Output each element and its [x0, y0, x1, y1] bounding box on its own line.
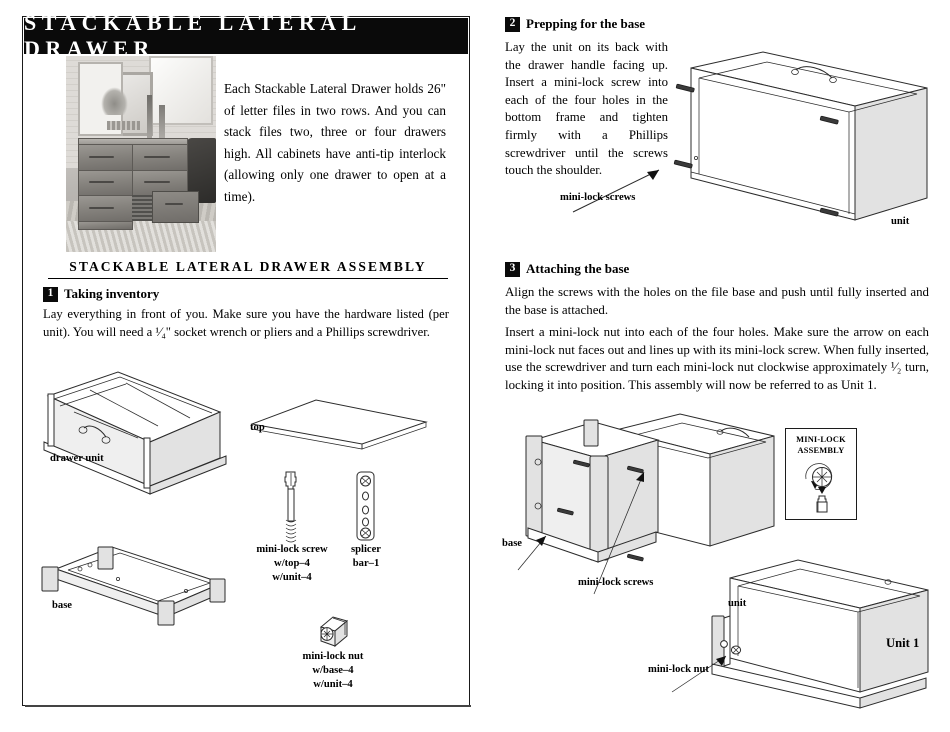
splicer-bar-name: splicer: [350, 544, 381, 555]
mini-lock-assembly-line-2: ASSEMBLY: [797, 446, 845, 455]
photo-drawer-5: [78, 195, 133, 223]
step-3-text-2: Insert a mini-lock nut into each of the …: [505, 325, 929, 392]
mini-lock-screw-qty-top: w/top–4: [274, 558, 310, 569]
photo-books: [106, 120, 140, 131]
step-3-lower-diagram: unit mini-lock nut Unit 1: [648, 552, 938, 709]
step-3-upper-diagram: base mini-lock screws: [498, 412, 778, 595]
step-3-nut-label: mini-lock nut: [648, 664, 709, 675]
top-label: top: [250, 422, 265, 433]
photo-candlestick-2: [159, 105, 165, 143]
mini-lock-assembly-box: MINI-LOCK ASSEMBLY: [785, 428, 857, 520]
step-3-title: Attaching the base: [526, 261, 630, 276]
step-1-heading: 1 Taking inventory: [43, 286, 159, 302]
mini-lock-assembly-line-1: MINI-LOCK: [796, 435, 846, 444]
step-1-title: Taking inventory: [64, 286, 160, 301]
photo-candlestick-1: [147, 95, 152, 142]
mini-lock-assembly-icon: [805, 463, 833, 513]
step-3-heading: 3 Attaching the base: [505, 261, 629, 277]
mini-lock-screw-name: mini-lock screw: [256, 544, 328, 555]
top-panel-diagram: top: [246, 396, 432, 450]
mini-lock-nut-qty-unit: w/unit–4: [313, 679, 353, 690]
step-3-unit1-label: Unit 1: [886, 636, 920, 650]
step-2-screws-label: mini-lock screws: [560, 192, 636, 203]
step-2-number: 2: [505, 16, 520, 32]
photo-plant: [100, 87, 128, 115]
step-3-screws-label: mini-lock screws: [578, 577, 654, 588]
photo-cabinet-plinth: [78, 220, 133, 231]
photo-open-drawer: [151, 191, 199, 223]
mini-lock-assembly-title: MINI-LOCK ASSEMBLY: [786, 434, 856, 456]
photo-handle-4: [144, 181, 170, 184]
splicer-bar-part: splicer bar–1: [351, 470, 381, 569]
mini-lock-nut-qty-base: w/base–4: [312, 665, 354, 676]
photo-handle-5: [88, 206, 114, 209]
assembly-subtitle: STACKABLE LATERAL DRAWER ASSEMBLY: [48, 259, 448, 279]
step-3-number: 3: [505, 261, 520, 277]
step-1-number: 1: [43, 286, 58, 302]
step-2-title: Prepping for the base: [526, 16, 646, 31]
photo-handle-2: [144, 155, 170, 158]
photo-handle-6: [165, 203, 183, 205]
drawer-unit-diagram: drawer unit: [30, 368, 230, 495]
drawer-unit-label: drawer unit: [50, 453, 104, 464]
product-photo: [66, 56, 216, 252]
mini-lock-nut-part: mini-lock nut w/base–4 w/unit–4: [303, 615, 363, 690]
mini-lock-nut-name: mini-lock nut: [302, 651, 364, 662]
photo-drawer-3: [78, 169, 133, 198]
step-3-unit-label: unit: [728, 598, 747, 609]
intro-paragraph: Each Stackable Lateral Drawer holds 26" …: [224, 81, 446, 204]
step-1-text: Lay everything in front of you. Make sur…: [43, 307, 449, 339]
step-3-base-label: base: [502, 538, 523, 549]
step-2-text: Lay the unit on its back with the drawer…: [505, 40, 668, 178]
step-2-heading: 2 Prepping for the base: [505, 16, 645, 32]
step-3-text-1: Align the screws with the holes on the f…: [505, 285, 929, 317]
base-label: base: [52, 600, 73, 611]
photo-handle-1: [88, 155, 114, 158]
step-2-diagram: mini-lock screws unit: [560, 50, 940, 230]
base-diagram: base: [34, 545, 234, 630]
photo-handle-3: [88, 181, 114, 184]
step-2-unit-label: unit: [891, 216, 910, 227]
splicer-bar-qty: bar–1: [352, 558, 380, 569]
mini-lock-screw-qty-unit: w/unit–4: [272, 572, 312, 583]
page-title: STACKABLE LATERAL DRAWER: [24, 10, 468, 61]
mini-lock-screw-part: mini-lock screw w/top–4 w/unit–4: [256, 470, 328, 583]
